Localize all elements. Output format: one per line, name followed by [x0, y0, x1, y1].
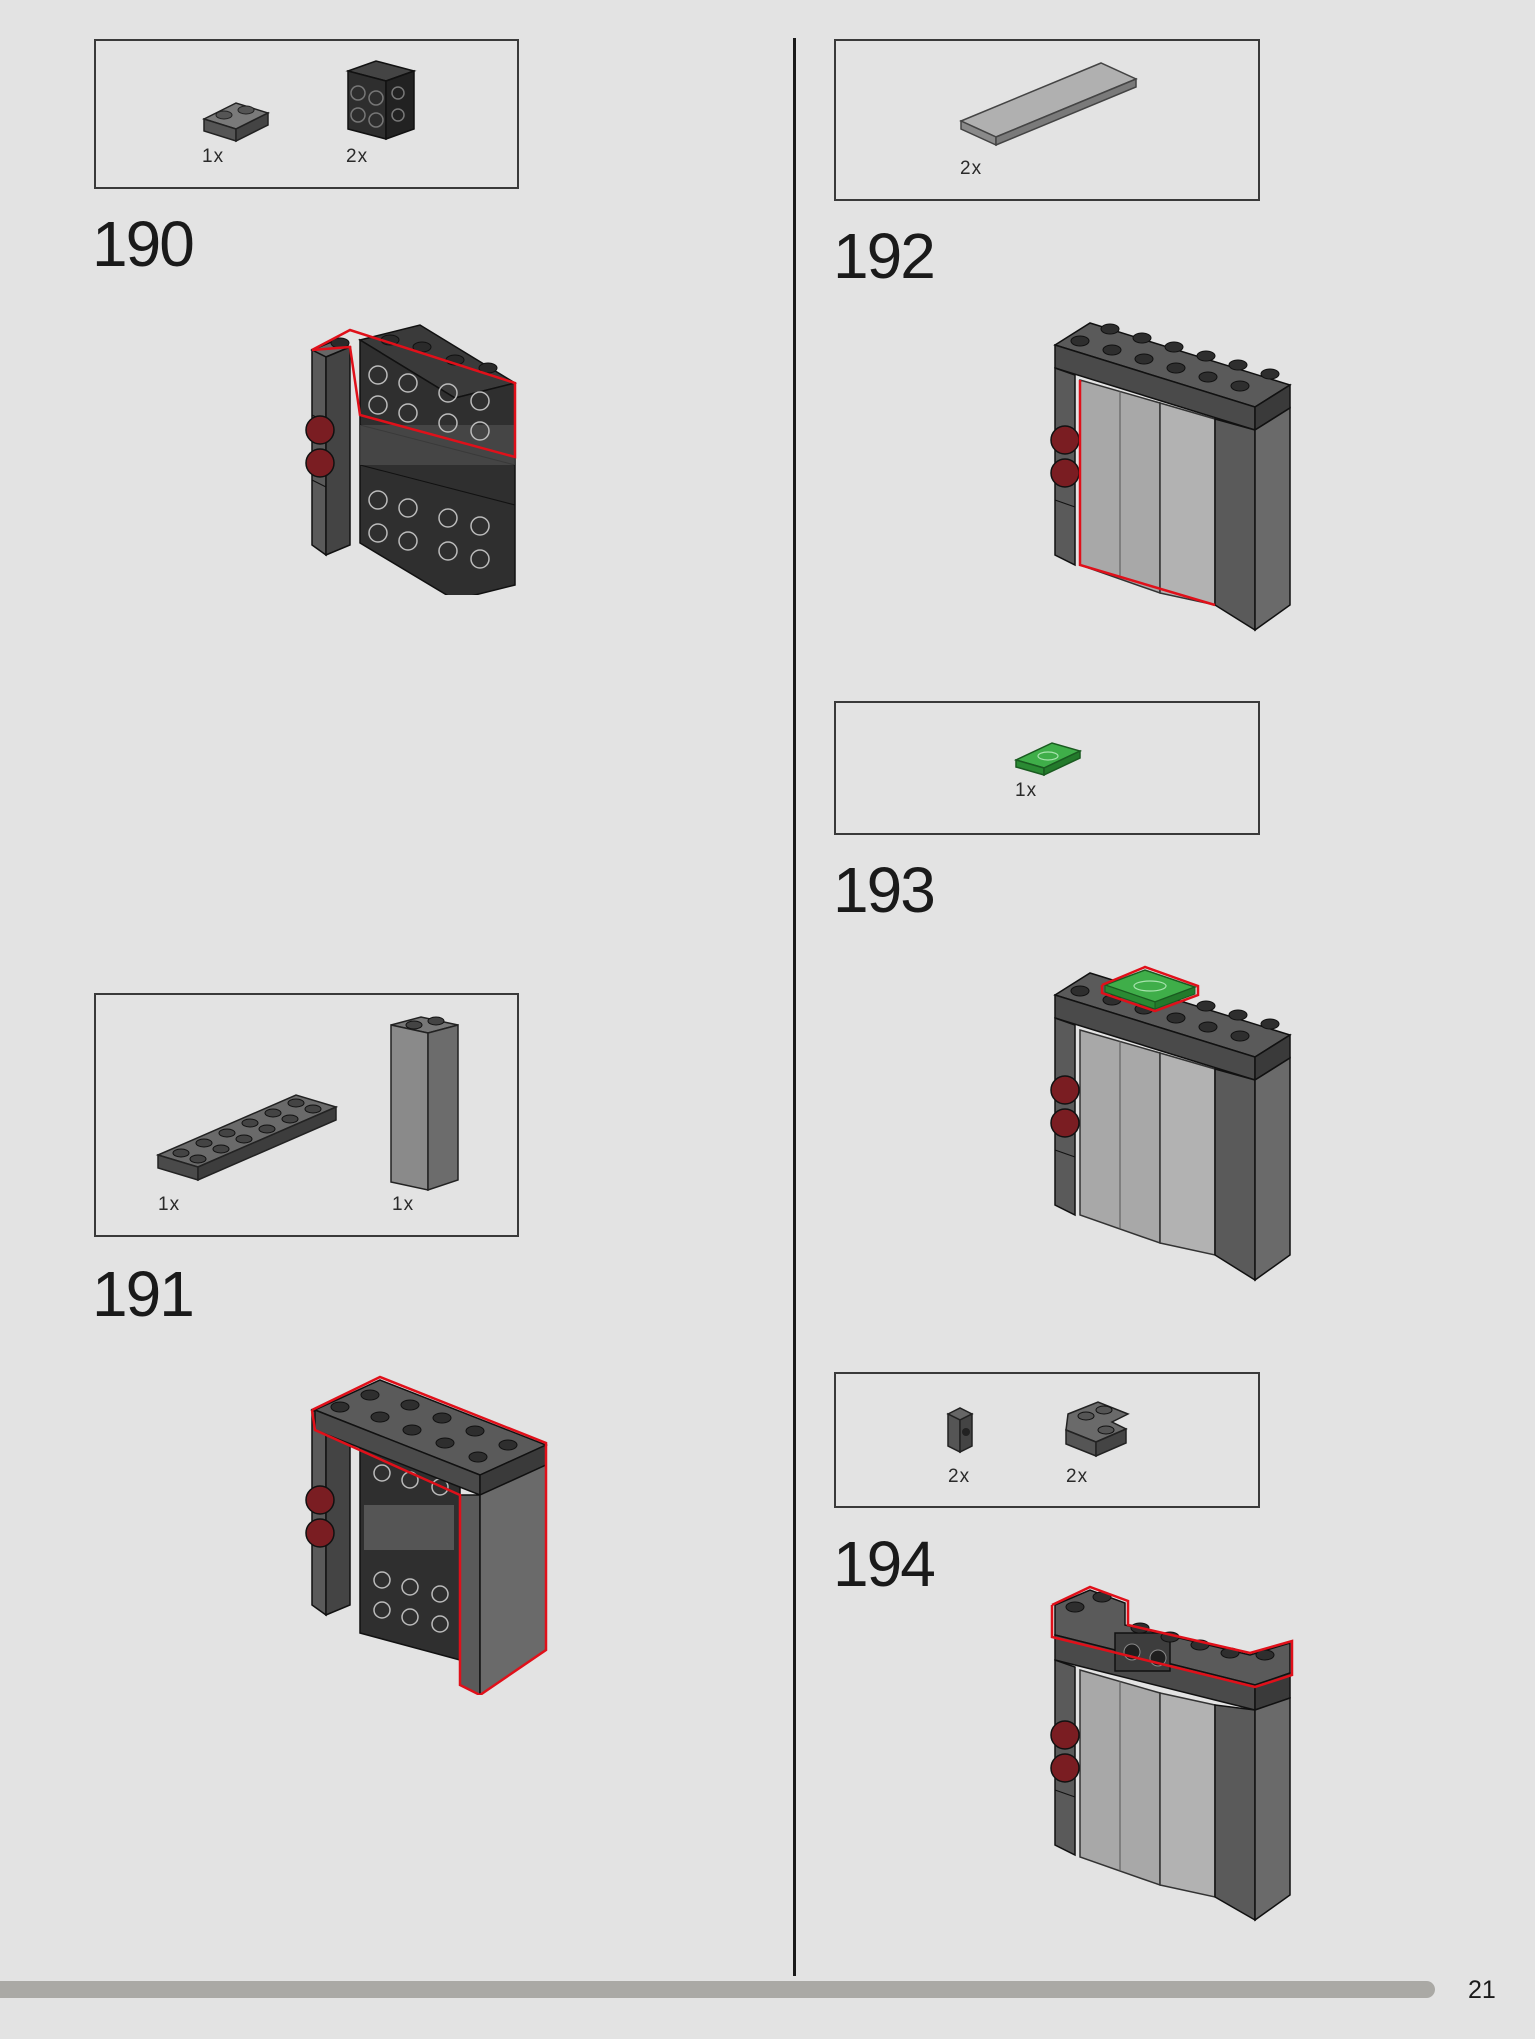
- step-number: 191: [92, 1258, 195, 1330]
- parts-callout-193: 1x: [834, 701, 1260, 835]
- part-qty: 2x: [346, 146, 369, 167]
- part-qty: 1x: [158, 1194, 181, 1215]
- step-191-model: [305, 1375, 548, 1695]
- page-number: 21: [1468, 1976, 1496, 2004]
- plate-2x6-icon: [155, 1094, 339, 1182]
- parts-illustration-192: [959, 62, 1138, 147]
- part-qty: 1x: [202, 146, 225, 167]
- progress-bar: [0, 1981, 1435, 1998]
- part-qty: 1x: [392, 1194, 415, 1215]
- step-number: 190: [92, 208, 195, 280]
- parts-illustration-191: [155, 1016, 459, 1192]
- tile-2x6-icon: [959, 62, 1138, 147]
- step-number: 193: [833, 854, 936, 926]
- brick-side-studs-icon: [345, 60, 417, 141]
- step-193-model: [1050, 965, 1292, 1282]
- step-number: 192: [833, 220, 936, 292]
- part-qty: 2x: [948, 1466, 971, 1487]
- parts-callout-194: 2x 2x: [834, 1372, 1260, 1508]
- step-194-model: [1050, 1585, 1294, 1922]
- step-192-model: [1050, 322, 1292, 632]
- green-tile-icon: [1013, 742, 1083, 777]
- parts-callout-191: 1x 1x: [94, 993, 519, 1237]
- tall-brick-icon: [390, 1016, 459, 1192]
- step-number: 194: [833, 1528, 936, 1600]
- part-qty: 2x: [1066, 1466, 1089, 1487]
- parts-illustration-190: [202, 60, 417, 143]
- parts-illustration-193: [1013, 742, 1083, 777]
- bracket-icon: [946, 1407, 974, 1454]
- parts-callout-190: 1x 2x: [94, 39, 519, 189]
- parts-callout-192: 2x: [834, 39, 1260, 201]
- part-qty: 2x: [960, 158, 983, 179]
- corner-plate-icon: [1065, 1401, 1130, 1458]
- step-190-model: [305, 324, 517, 595]
- parts-illustration-194: [946, 1401, 1130, 1458]
- part-qty: 1x: [1015, 780, 1038, 801]
- plate-1x2-icon: [202, 102, 270, 143]
- column-divider: [793, 38, 796, 1976]
